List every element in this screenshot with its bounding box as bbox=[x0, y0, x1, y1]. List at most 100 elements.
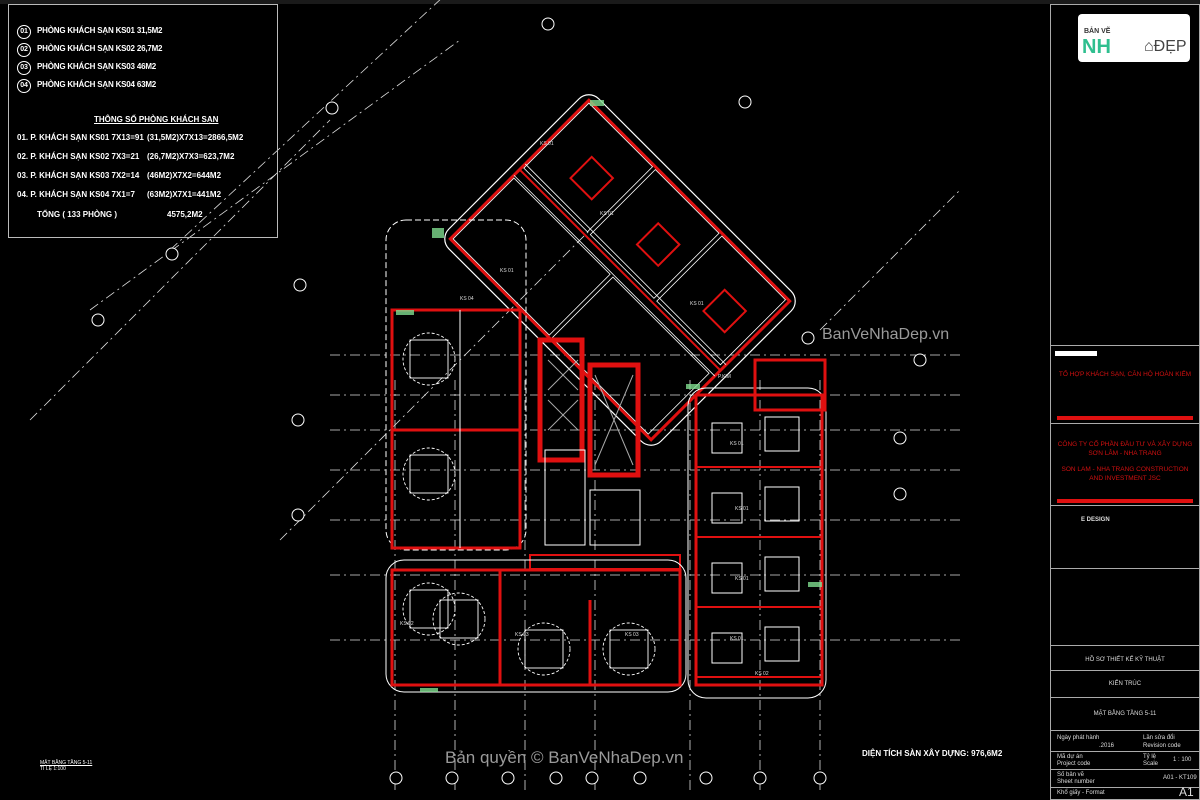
format-label: Khổ giấy - Format bbox=[1057, 790, 1105, 796]
grid-bubble bbox=[633, 771, 647, 785]
company-vn: CÔNG TY CỔ PHẦN ĐẦU TƯ VÀ XÂY DỰNG bbox=[1057, 441, 1193, 448]
scale-label: Tỷ lệ bbox=[1143, 754, 1157, 760]
grid-bubble bbox=[165, 247, 179, 261]
room-tag: KS 01 bbox=[730, 636, 744, 642]
door-swing bbox=[402, 447, 456, 501]
grid-bubble bbox=[291, 413, 305, 427]
window-glass bbox=[686, 384, 700, 389]
grid-bubble bbox=[585, 771, 599, 785]
door-swing bbox=[432, 592, 486, 646]
room-tag: KS 01 bbox=[540, 141, 554, 147]
bathroom bbox=[711, 562, 743, 594]
grid-bubbles bbox=[91, 17, 927, 785]
room-tag: KS 04 bbox=[460, 296, 474, 302]
grid-bubble bbox=[501, 771, 515, 785]
project-code-label-en: Project code bbox=[1057, 761, 1091, 767]
room-tag: KS 03 bbox=[515, 632, 529, 638]
stats-row: 04. P. KHÁCH SẠN KS04 7X1=7(63M2)X7X1=44… bbox=[17, 190, 222, 199]
grid-bubble bbox=[389, 771, 403, 785]
bed bbox=[609, 629, 649, 669]
sheet-number-label-en: Sheet number bbox=[1057, 779, 1095, 785]
room-outline bbox=[523, 102, 654, 233]
grid-line bbox=[279, 229, 591, 541]
watermark-bottom: Bản quyền © BanVeNhaDep.vn bbox=[445, 748, 684, 767]
grid-bubble bbox=[738, 95, 752, 109]
grid-bubble bbox=[801, 331, 815, 345]
scale: 1 : 100 bbox=[1173, 757, 1192, 763]
bed bbox=[524, 629, 564, 669]
grid-bubble bbox=[291, 508, 305, 522]
room-tag: KS 03 bbox=[625, 632, 639, 638]
bathroom bbox=[635, 221, 681, 268]
room-outline bbox=[589, 169, 720, 299]
bed bbox=[409, 454, 449, 494]
discipline: KIẾN TRÚC bbox=[1108, 681, 1142, 687]
stats-total: TỔNG ( 133 PHÒNG )4575,2M2 bbox=[37, 210, 203, 219]
bottom-block bbox=[385, 559, 687, 693]
diagonal-wing bbox=[444, 94, 796, 446]
grid-bubble bbox=[913, 353, 927, 367]
door-swing bbox=[517, 622, 571, 676]
designer-name: E DESIGN bbox=[1081, 517, 1110, 523]
window-glass bbox=[432, 228, 444, 238]
drawing-label: MẶT BẰNG TẦNG 5-11 TỈ LỆ 1:100 bbox=[40, 760, 93, 772]
bed bbox=[409, 339, 449, 379]
window-glass bbox=[420, 688, 438, 692]
stair-tag: P.KIM bbox=[718, 374, 731, 380]
room-tag: KS 01 bbox=[730, 441, 744, 447]
bathroom bbox=[702, 288, 748, 334]
core bbox=[529, 337, 681, 570]
grid-bubble bbox=[445, 771, 459, 785]
window-glass bbox=[396, 310, 414, 315]
project-name: TỔ HỢP KHÁCH SẠN, CĂN HỘ HOÀN KIẾM bbox=[1058, 371, 1192, 378]
sheet-title: MẶT BẰNG TẦNG 5-11 bbox=[1093, 711, 1157, 717]
revision-label: Lần sửa đổi bbox=[1143, 735, 1175, 741]
room-tag: KS 02 bbox=[400, 621, 414, 627]
grid-bubble bbox=[753, 771, 767, 785]
issue-date-label: Ngày phát hành bbox=[1057, 735, 1100, 741]
room-outline bbox=[656, 235, 787, 366]
legend-stats-title: THÔNG SỐ PHÒNG KHÁCH SẠN bbox=[94, 115, 219, 124]
bed bbox=[764, 626, 800, 662]
door-swing bbox=[402, 582, 456, 636]
room-outline bbox=[452, 177, 611, 336]
door-swing bbox=[602, 622, 656, 676]
bed bbox=[764, 416, 800, 452]
bed bbox=[409, 589, 449, 629]
stats-row: 02. P. KHÁCH SẠN KS02 7X3=21(26,7M2)X7X3… bbox=[17, 152, 235, 161]
bed bbox=[764, 556, 800, 592]
stats-row: 01. P. KHÁCH SẠN KS01 7X13=91(31,5M2)X7X… bbox=[17, 133, 244, 142]
grid-bubble bbox=[91, 313, 105, 327]
door-swing bbox=[402, 332, 456, 386]
grid-bubble bbox=[893, 487, 907, 501]
top-strip bbox=[0, 0, 1200, 4]
grid-line bbox=[819, 189, 961, 331]
project-code-label: Mã dự án bbox=[1057, 754, 1083, 760]
revision-label-en: Revision code bbox=[1143, 743, 1181, 749]
grid-bubble bbox=[813, 771, 827, 785]
grid-bubble bbox=[549, 771, 563, 785]
area-note: DIỆN TÍCH SÀN XÂY DỰNG: 976,6M2 bbox=[862, 749, 1003, 758]
room-tag: KS 01 bbox=[500, 268, 514, 274]
room-tag: KS 01 bbox=[735, 576, 749, 582]
room-tag: KS 02 bbox=[755, 671, 769, 677]
title-block: TỔ HỢP KHÁCH SẠN, CĂN HỘ HOÀN KIẾM CÔNG … bbox=[1050, 4, 1200, 800]
grid-bubble bbox=[699, 771, 713, 785]
room-outline bbox=[551, 276, 710, 435]
grid-bubble bbox=[893, 431, 907, 445]
bed bbox=[764, 486, 800, 522]
left-block bbox=[385, 219, 527, 551]
sheet-number: A01 - KT109 bbox=[1163, 775, 1197, 781]
bathroom bbox=[569, 155, 615, 201]
right-block bbox=[687, 387, 827, 699]
bathroom bbox=[711, 492, 743, 524]
room-tag: KS 01 bbox=[690, 301, 704, 307]
window-glass bbox=[590, 100, 604, 106]
